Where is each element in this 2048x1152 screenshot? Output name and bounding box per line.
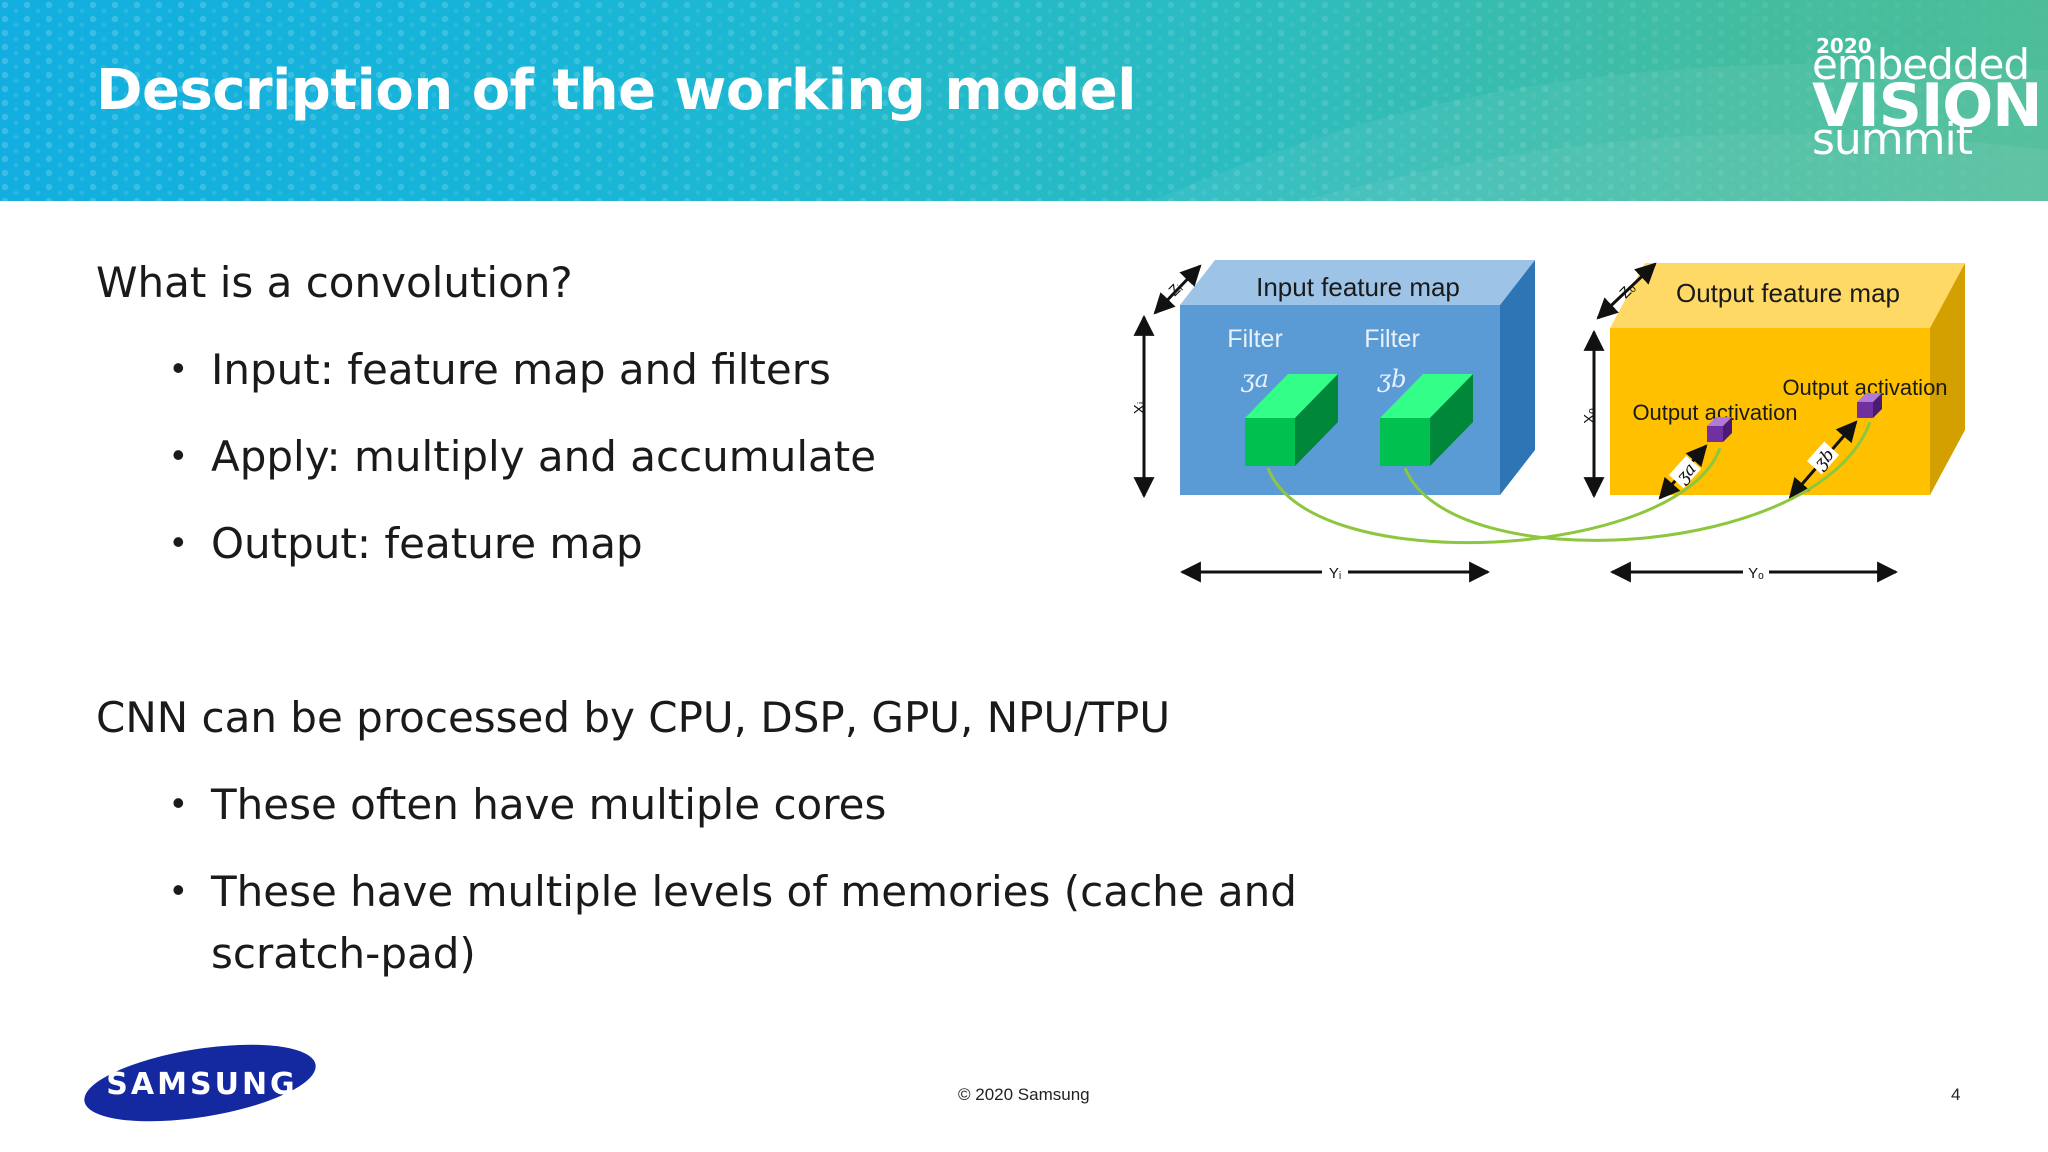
mac-curve-b (1403, 421, 1872, 542)
section1-bullet-1: Input: feature map and filters (211, 345, 831, 394)
samsung-logo-ellipse (84, 1044, 316, 1122)
filter-label-b: Filter (1364, 325, 1420, 353)
logo-year: 2020 (1816, 34, 1872, 58)
page-number: 4 (1951, 1085, 1961, 1104)
input-box-side (1500, 260, 1535, 495)
input-feature-map-label: Input feature map (1256, 272, 1460, 302)
activation-depth-label-bg-a (1668, 455, 1702, 489)
zo-arrow (1596, 262, 1657, 320)
section2-heading: CNN can be processed by CPU, DSP, GPU, N… (96, 693, 1171, 742)
filter-cube-b (1380, 374, 1473, 466)
logo-line-vision: VISION (1812, 71, 2043, 141)
yo-label: Yₒ (1748, 565, 1764, 582)
activation-depth-label-bg-b (1806, 441, 1840, 475)
logo-line-summit: summit (1812, 114, 1973, 165)
section1-bullet-2: Apply: multiply and accumulate (211, 432, 877, 481)
output-activation-cube-b (1857, 393, 1882, 418)
bullet-dot: • (172, 521, 185, 562)
output-activation-cube-a (1707, 417, 1732, 442)
header-banner: Description of the working model 2020 em… (0, 0, 2048, 201)
page-title: Description of the working model (96, 58, 1136, 123)
convolution-diagram: Input feature map Filter Filter ʒa ʒb Ou… (1131, 260, 1965, 583)
section1-bullet-3: Output: feature map (211, 519, 643, 568)
output-box-top (1610, 263, 1965, 328)
xo-label: Xₒ (1581, 408, 1598, 424)
bullet-dot: • (172, 347, 185, 388)
filter-label-a: Filter (1227, 325, 1283, 353)
output-feature-map-label: Output feature map (1676, 278, 1900, 308)
yi-label-bg (1322, 562, 1348, 580)
bullet-dot: • (172, 434, 185, 475)
zi-arrow (1153, 264, 1202, 315)
filter-cube-a (1245, 374, 1338, 466)
samsung-logo: SAMSUNG (84, 1044, 316, 1122)
mac-curve-a (1266, 447, 1722, 545)
yi-label: Yᵢ (1329, 565, 1341, 582)
filter-symbol-b: ʒb (1377, 365, 1407, 393)
logo-line-embedded: embedded (1812, 40, 2030, 89)
embedded-vision-summit-logo: 2020 embedded VISION summit (1812, 34, 2043, 165)
bullet-dot: • (172, 869, 185, 910)
section2-bullet-1: These often have multiple cores (211, 780, 887, 829)
input-box-top (1180, 260, 1535, 305)
section1-heading: What is a convolution? (96, 258, 573, 307)
yo-label-bg (1743, 562, 1769, 580)
output-box-side (1930, 263, 1965, 495)
footer-copyright: © 2020 Samsung (958, 1085, 1090, 1104)
xi-label: Xᵢ (1131, 402, 1148, 414)
samsung-logo-text: SAMSUNG (106, 1067, 297, 1102)
bullet-dot: • (172, 782, 185, 823)
section2-bullet-2-continued: scratch-pad) (211, 929, 476, 978)
filter-symbol-a: ʒa (1240, 365, 1269, 393)
dot-pattern-background (0, 0, 2048, 201)
section2-bullet-2: These have multiple levels of memories (… (211, 867, 1297, 916)
